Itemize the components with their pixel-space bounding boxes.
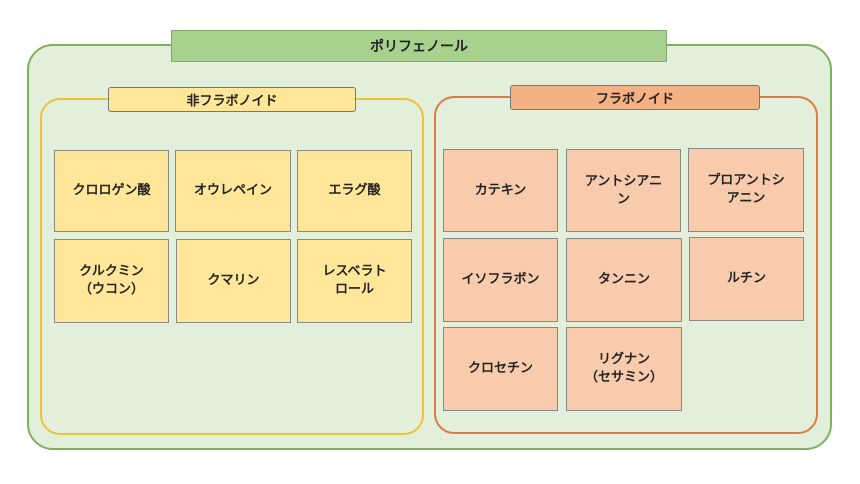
flavonoid-item: プロアントシ アニン bbox=[688, 148, 804, 232]
flavonoid-item: リグナン （セサミン） bbox=[566, 327, 682, 411]
polyphenol-title: ポリフェノール bbox=[171, 30, 667, 62]
flavonoid-item: カテキン bbox=[443, 149, 558, 232]
flavonoid-item: アントシアニ ン bbox=[566, 149, 681, 232]
non-flavonoid-item: クマリン bbox=[176, 239, 291, 323]
flavonoid-item: クロセチン bbox=[443, 327, 558, 411]
non-flavonoid-item: エラグ酸 bbox=[297, 150, 412, 232]
non-flavonoid-item: レスベラト ロール bbox=[297, 239, 412, 323]
flavonoid-label: フラボノイド bbox=[510, 85, 760, 110]
non-flavonoid-item: クロロゲン酸 bbox=[54, 150, 169, 232]
flavonoid-item: イソフラボン bbox=[443, 238, 558, 322]
flavonoid-item: タンニン bbox=[566, 238, 682, 322]
non-flavonoid-label: 非フラボノイド bbox=[108, 87, 356, 112]
non-flavonoid-item: クルクミン （ウコン） bbox=[54, 239, 169, 323]
flavonoid-item: ルチン bbox=[689, 237, 804, 321]
non-flavonoid-item: オウレペイン bbox=[175, 150, 291, 232]
